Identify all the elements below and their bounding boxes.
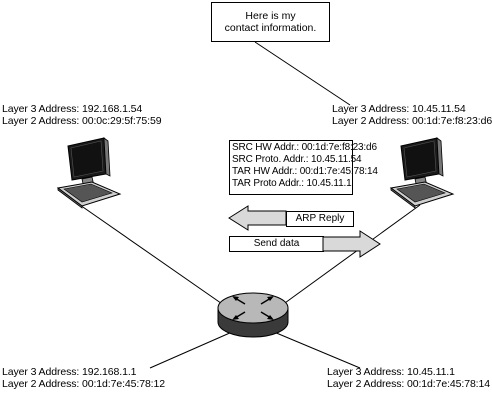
send-data-arrow-icon xyxy=(322,230,381,258)
bubble-line-1: Here is my xyxy=(245,10,296,22)
arp-src-proto: SRC Proto. Addr.: 10.45.11.54 xyxy=(232,154,362,165)
right-host-to-router-line xyxy=(277,204,421,309)
router-to-right-label-line xyxy=(273,331,361,369)
left-computer-icon xyxy=(56,137,122,209)
arp-tar-hw: TAR HW Addr.: 00:d1:7e:45:78:14 xyxy=(232,166,378,177)
arp-packet-box: SRC HW Addr.: 00:1d:7e:f8:23:d6 SRC Prot… xyxy=(229,140,378,195)
right-computer-icon xyxy=(389,137,455,209)
send-data-label: Send data xyxy=(229,236,324,252)
router-right-layer3-address: Layer 3 Address: 10.45.11.1 xyxy=(327,366,455,378)
router-to-left-label-line xyxy=(149,331,233,369)
contact-info-bubble: Here is my contact information. xyxy=(211,2,330,42)
left-host-address-label: Layer 3 Address: 192.168.1.54 Layer 2 Ad… xyxy=(2,103,162,127)
arp-reply-label: ARP Reply xyxy=(286,211,354,227)
bubble-line-2: contact information. xyxy=(224,22,317,34)
router-icon xyxy=(217,292,289,338)
router-left-address-label: Layer 3 Address: 192.168.1.1 Layer 2 Add… xyxy=(2,366,165,390)
router-left-layer3-address: Layer 3 Address: 192.168.1.1 xyxy=(2,366,137,378)
router-right-address-label: Layer 3 Address: 10.45.11.1 Layer 2 Addr… xyxy=(327,366,490,390)
arp-tar-proto: TAR Proto Addr.: 10.45.11.1 xyxy=(232,178,352,189)
bubble-pointer-line xyxy=(254,41,351,106)
left-host-layer3-address: Layer 3 Address: 192.168.1.54 xyxy=(2,103,143,115)
arp-src-hw: SRC HW Addr.: 00:1d:7e:f8:23:d6 xyxy=(232,142,377,153)
router-right-layer2-address: Layer 2 Address: 00:1d:7e:45:78:14 xyxy=(327,378,490,390)
right-host-layer2-address: Layer 2 Address: 00:1d:7e:f8:23:d6 xyxy=(332,115,492,127)
arp-reply-arrow-icon xyxy=(228,205,287,231)
right-host-layer3-address: Layer 3 Address: 10.45.11.54 xyxy=(332,103,466,115)
left-host-to-router-line xyxy=(79,204,229,309)
right-host-address-label: Layer 3 Address: 10.45.11.54 Layer 2 Add… xyxy=(332,103,492,127)
router-left-layer2-address: Layer 2 Address: 00:1d:7e:45:78:12 xyxy=(2,378,165,390)
left-host-layer2-address: Layer 2 Address: 00:0c:29:5f:75:59 xyxy=(2,115,162,127)
